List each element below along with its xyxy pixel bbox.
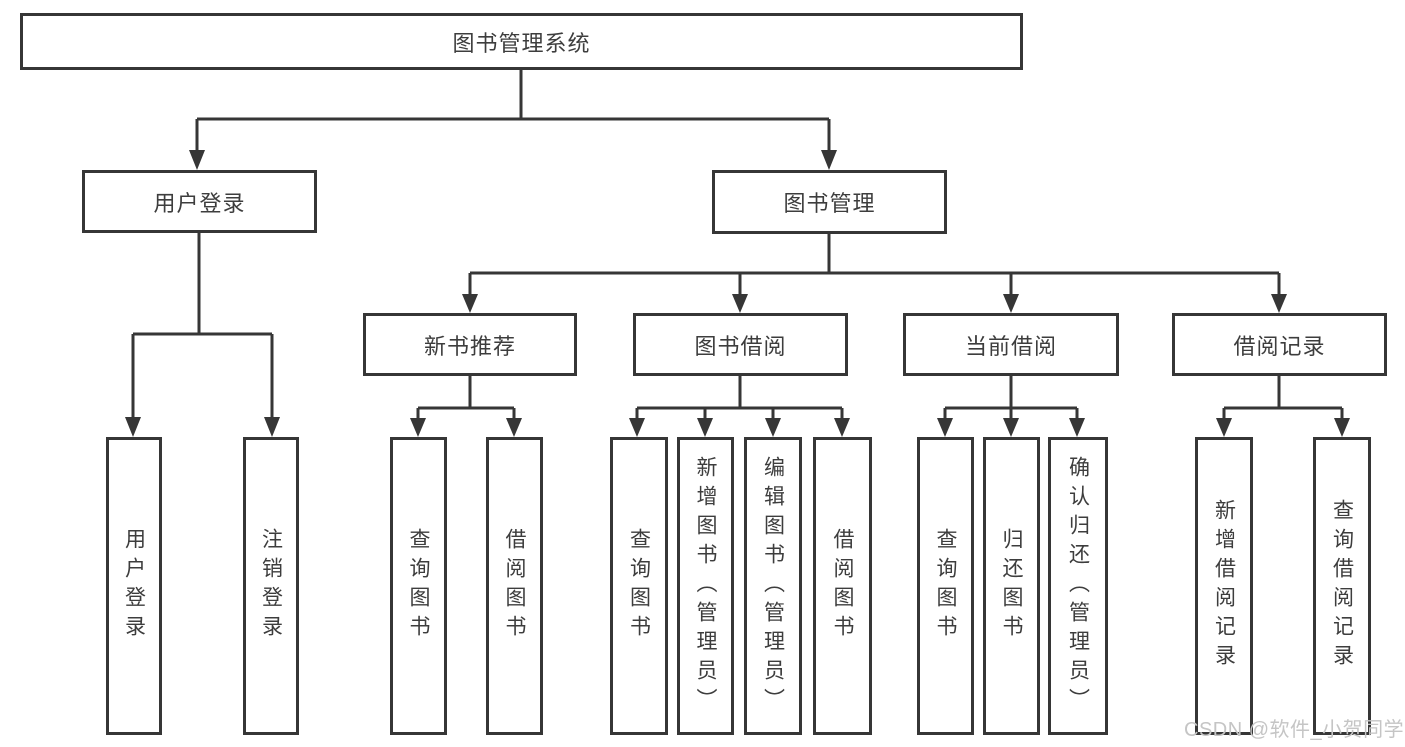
- leaf-query-books-1-label: 查询图书: [407, 528, 430, 644]
- leaf-query-books-3: 查询图书: [917, 437, 974, 735]
- node-user-login: 用户登录: [82, 170, 317, 233]
- leaf-query-borrow-record-label: 查询借阅记录: [1330, 499, 1354, 673]
- leaf-add-books-admin-label: 新增图书（管理员）: [694, 455, 717, 717]
- node-new-books: 新书推荐: [363, 313, 577, 376]
- watermark: CSDN @软件_小贺同学: [1184, 719, 1405, 741]
- leaf-user-login-label: 用户登录: [122, 528, 146, 644]
- leaf-logout-label: 注销登录: [259, 528, 283, 644]
- node-book-borrow-label: 图书借阅: [694, 333, 787, 359]
- node-root-label: 图书管理系统: [452, 30, 591, 56]
- leaf-edit-books-admin-label: 编辑图书（管理员）: [761, 455, 785, 717]
- leaf-logout: 注销登录: [243, 437, 299, 735]
- leaf-edit-books-admin: 编辑图书（管理员）: [744, 437, 802, 735]
- leaf-add-books-admin: 新增图书（管理员）: [677, 437, 734, 735]
- leaf-query-books-1: 查询图书: [390, 437, 447, 735]
- node-book-mgmt-label: 图书管理: [783, 191, 876, 216]
- node-user-login-label: 用户登录: [153, 190, 246, 216]
- leaf-query-books-2: 查询图书: [610, 437, 668, 735]
- leaf-confirm-return-admin-label: 确认归还（管理员）: [1066, 455, 1090, 717]
- leaf-borrow-books-2: 借阅图书: [813, 437, 872, 735]
- node-current-borrow-label: 当前借阅: [964, 333, 1057, 359]
- node-current-borrow: 当前借阅: [903, 313, 1119, 376]
- leaf-user-login: 用户登录: [106, 437, 162, 735]
- leaf-borrow-books-2-label: 借阅图书: [831, 528, 854, 644]
- leaf-confirm-return-admin: 确认归还（管理员）: [1048, 437, 1108, 735]
- leaf-add-borrow-record: 新增借阅记录: [1195, 437, 1253, 735]
- arrowheads: [125, 150, 1350, 437]
- leaf-borrow-books-1: 借阅图书: [486, 437, 543, 735]
- node-borrow-records-label: 借阅记录: [1233, 333, 1326, 359]
- leaf-add-borrow-record-label: 新增借阅记录: [1212, 499, 1236, 673]
- node-borrow-records: 借阅记录: [1172, 313, 1387, 376]
- node-root: 图书管理系统: [20, 13, 1023, 70]
- leaf-query-borrow-record: 查询借阅记录: [1313, 437, 1371, 735]
- leaf-return-books: 归还图书: [983, 437, 1040, 735]
- node-book-borrow: 图书借阅: [633, 313, 848, 376]
- leaf-return-books-label: 归还图书: [1000, 528, 1023, 644]
- node-book-mgmt: 图书管理: [712, 170, 947, 234]
- node-new-books-label: 新书推荐: [423, 333, 516, 359]
- leaf-query-books-2-label: 查询图书: [627, 528, 651, 644]
- leaf-borrow-books-1-label: 借阅图书: [503, 528, 526, 644]
- leaf-query-books-3-label: 查询图书: [934, 528, 957, 644]
